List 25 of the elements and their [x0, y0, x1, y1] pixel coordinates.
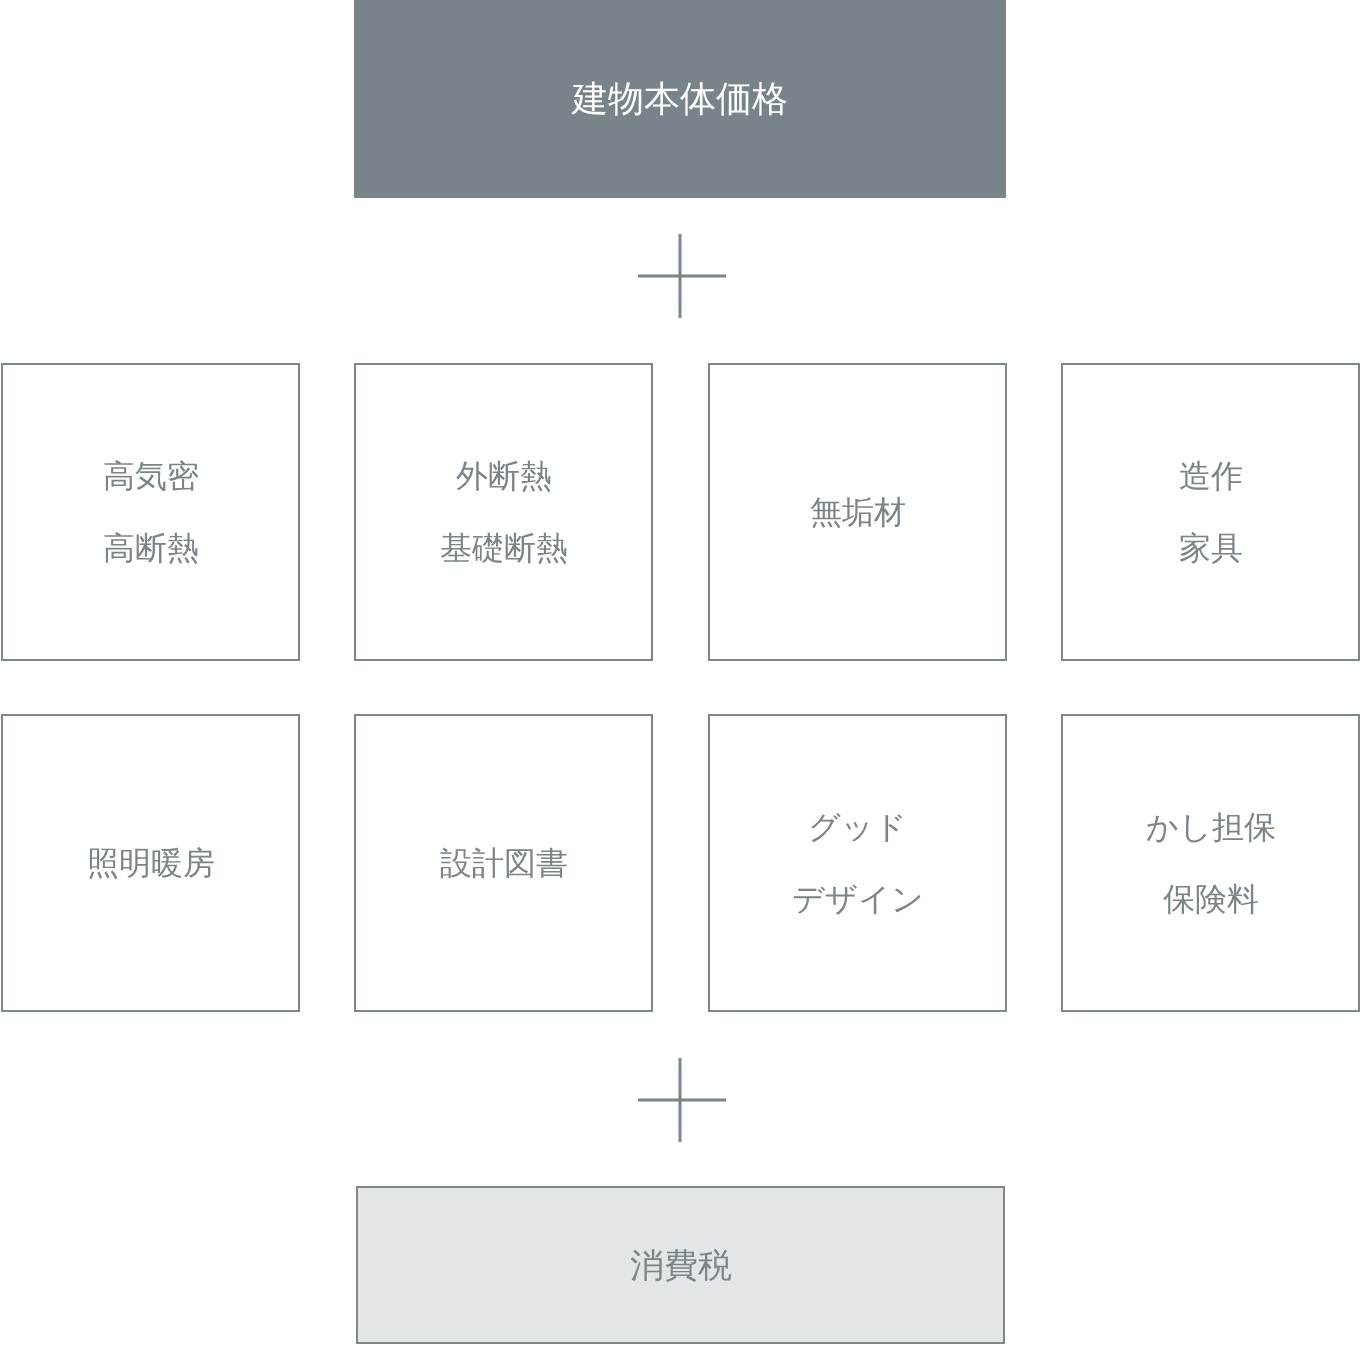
box-label: 造作: [1178, 456, 1243, 497]
header-box: [354, 0, 1006, 198]
box-label: 基礎断熱: [439, 528, 568, 569]
item-box: [708, 363, 1007, 661]
box-label: 設計図書: [439, 843, 568, 884]
item-box: [1061, 363, 1360, 661]
box-label: 無垢材: [809, 492, 906, 533]
item-box: [1, 363, 300, 661]
box-label: 家具: [1178, 528, 1243, 569]
item-box: [1061, 714, 1360, 1012]
box-label: 保険料: [1162, 879, 1259, 920]
box-label: かし担保: [1145, 807, 1276, 848]
box-label: 外断熱: [455, 456, 552, 497]
box-label: デザイン: [791, 879, 924, 920]
box-label: 照明暖房: [86, 843, 215, 884]
box-label: 高気密: [102, 456, 199, 497]
item-box: [354, 363, 653, 661]
box-label: 消費税: [629, 1244, 732, 1287]
item-box: [1, 714, 300, 1012]
item-box: [354, 714, 653, 1012]
item-box: [708, 714, 1007, 1012]
tax-box: [356, 1186, 1005, 1344]
box-label: 高断熱: [102, 528, 199, 569]
box-label: 建物本体価格: [572, 77, 788, 121]
box-label: グッド: [808, 807, 907, 848]
